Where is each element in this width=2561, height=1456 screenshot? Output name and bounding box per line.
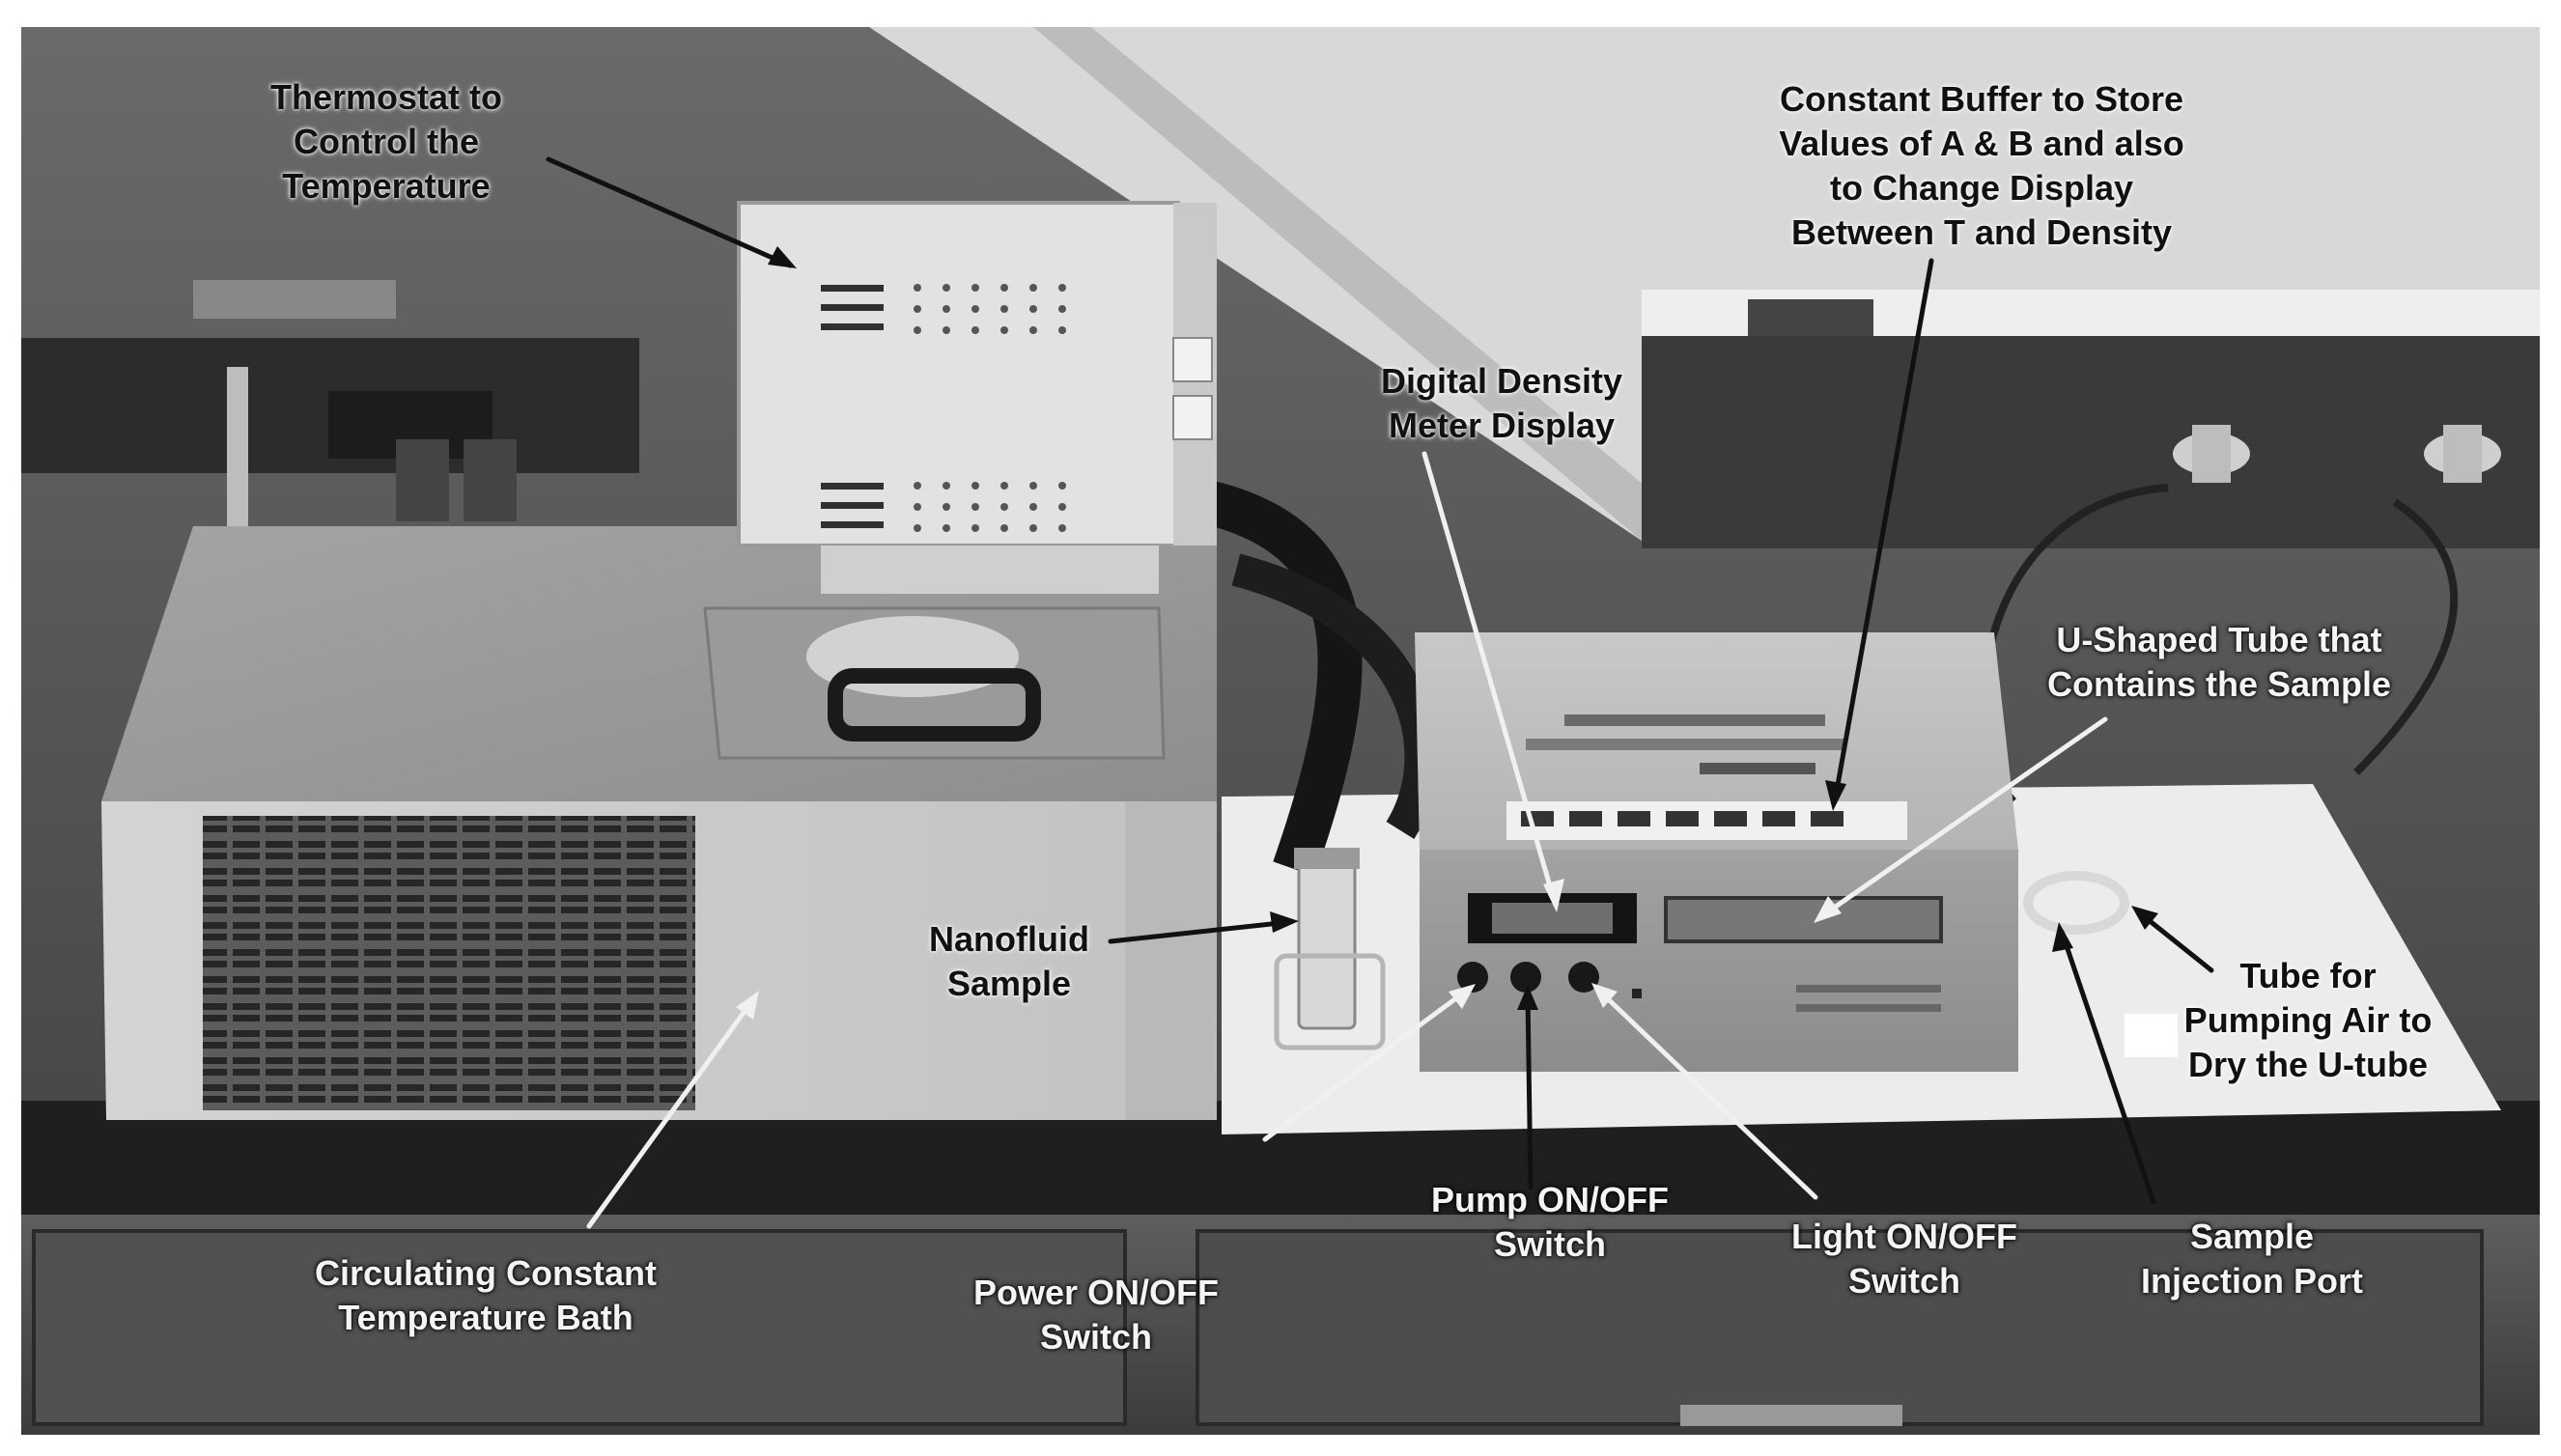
constant-buffer-label: Constant Buffer to Store Values of A & B… (1779, 79, 2184, 252)
power-switch-label: Power ON/OFF Switch (972, 1273, 1220, 1357)
nanofluid-sample-label: Nanofluid Sample (929, 919, 1089, 1003)
pump-switch-label: Pump ON/OFF Switch (1431, 1180, 1669, 1264)
light-switch-label: Light ON/OFF Switch (1791, 1217, 2017, 1301)
density-display-label: Digital Density Meter Display (1380, 361, 1623, 445)
bath-label: Circulating Constant Temperature Bath (314, 1253, 658, 1337)
air-tube-label: Tube for Pumping Air to Dry the U-tube (2183, 956, 2433, 1084)
injection-port-label: Sample Injection Port (2140, 1217, 2364, 1301)
thermostat-label: Thermostat to Control the Temperature (269, 77, 503, 206)
u-tube-label: U-Shaped Tube that Contains the Sample (2046, 620, 2392, 704)
